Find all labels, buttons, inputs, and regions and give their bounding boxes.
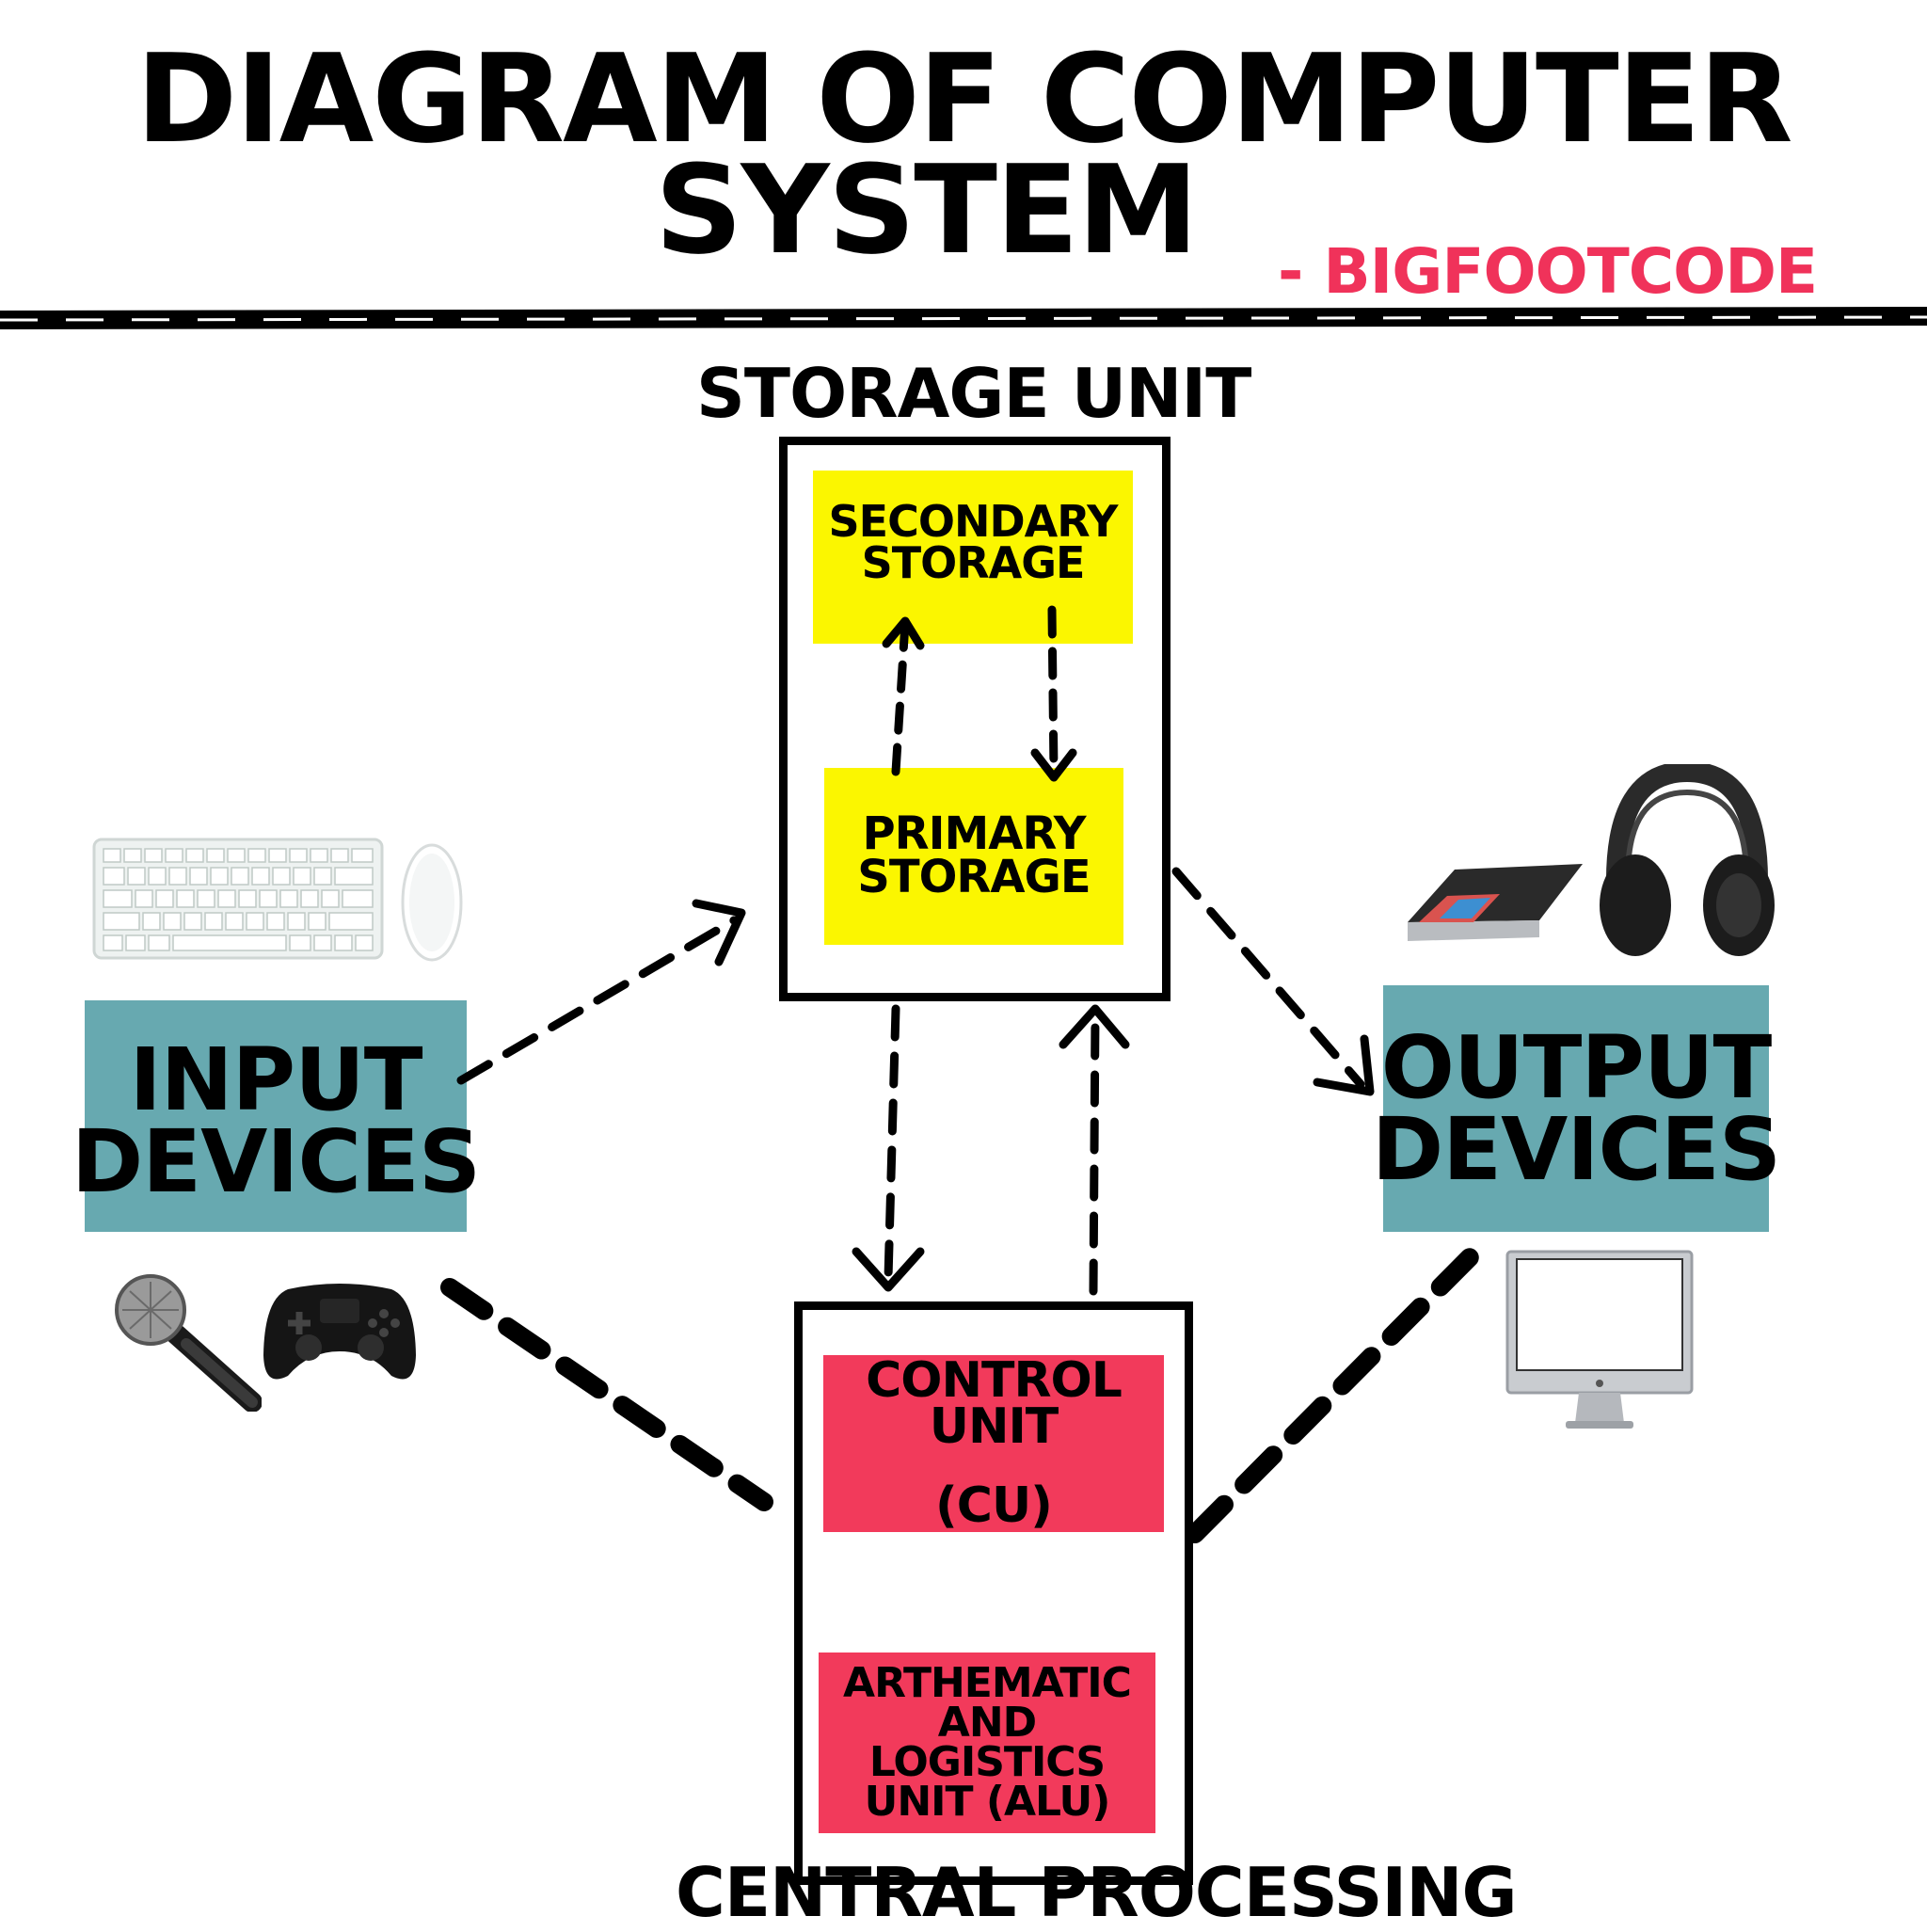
arrowhead-storage-to-output xyxy=(1313,1034,1375,1096)
control-unit-label: CONTROL UNIT xyxy=(866,1351,1123,1456)
arrow-cpu-to-storage xyxy=(1089,1010,1100,1296)
control-unit-block: CONTROL UNIT (CU) xyxy=(823,1355,1164,1532)
output-devices-block: OUTPUT DEVICES xyxy=(1372,985,1781,1232)
link-output-to-cpu xyxy=(1186,1237,1490,1543)
arrowhead-storage-to-cpu xyxy=(852,1247,925,1292)
arrowhead-input-to-storage xyxy=(692,899,746,966)
control-unit-abbr: (CU) xyxy=(935,1477,1053,1534)
mouse-icon xyxy=(401,843,463,962)
input-devices-block: INPUT DEVICES xyxy=(72,1000,481,1232)
diagram-title-line-1: DIAGRAM OF COMPUTER xyxy=(135,27,1792,170)
gamepad-icon xyxy=(263,1284,416,1380)
arrow-input-to-storage xyxy=(456,916,739,1085)
storage-unit-label: STORAGE UNIT xyxy=(696,354,1251,433)
headphones-icon xyxy=(1600,764,1775,956)
header-divider xyxy=(0,307,1927,329)
secondary-storage-block: SECONDARY STORAGE xyxy=(813,471,1133,644)
primary-storage-block: PRIMARY STORAGE xyxy=(824,768,1123,945)
cpu-label: CENTRAL PROCESSING xyxy=(676,1853,1518,1932)
arrow-storage-to-cpu xyxy=(884,1004,900,1283)
microphone-icon xyxy=(115,1274,262,1412)
arrowhead-cpu-to-storage xyxy=(1059,1004,1130,1049)
link-input-to-cpu xyxy=(440,1278,773,1511)
arrow-storage-to-output xyxy=(1171,867,1365,1089)
alu-block: ARTHEMATIC AND LOGISTICS UNIT (ALU) xyxy=(819,1653,1155,1833)
scanner-icon xyxy=(1408,864,1583,941)
diagram-title-line-2: SYSTEM xyxy=(654,138,1199,281)
keyboard-icon xyxy=(92,838,384,960)
credit-label: - BIGFOOTCODE xyxy=(1278,235,1818,308)
monitor-icon xyxy=(1505,1250,1694,1429)
